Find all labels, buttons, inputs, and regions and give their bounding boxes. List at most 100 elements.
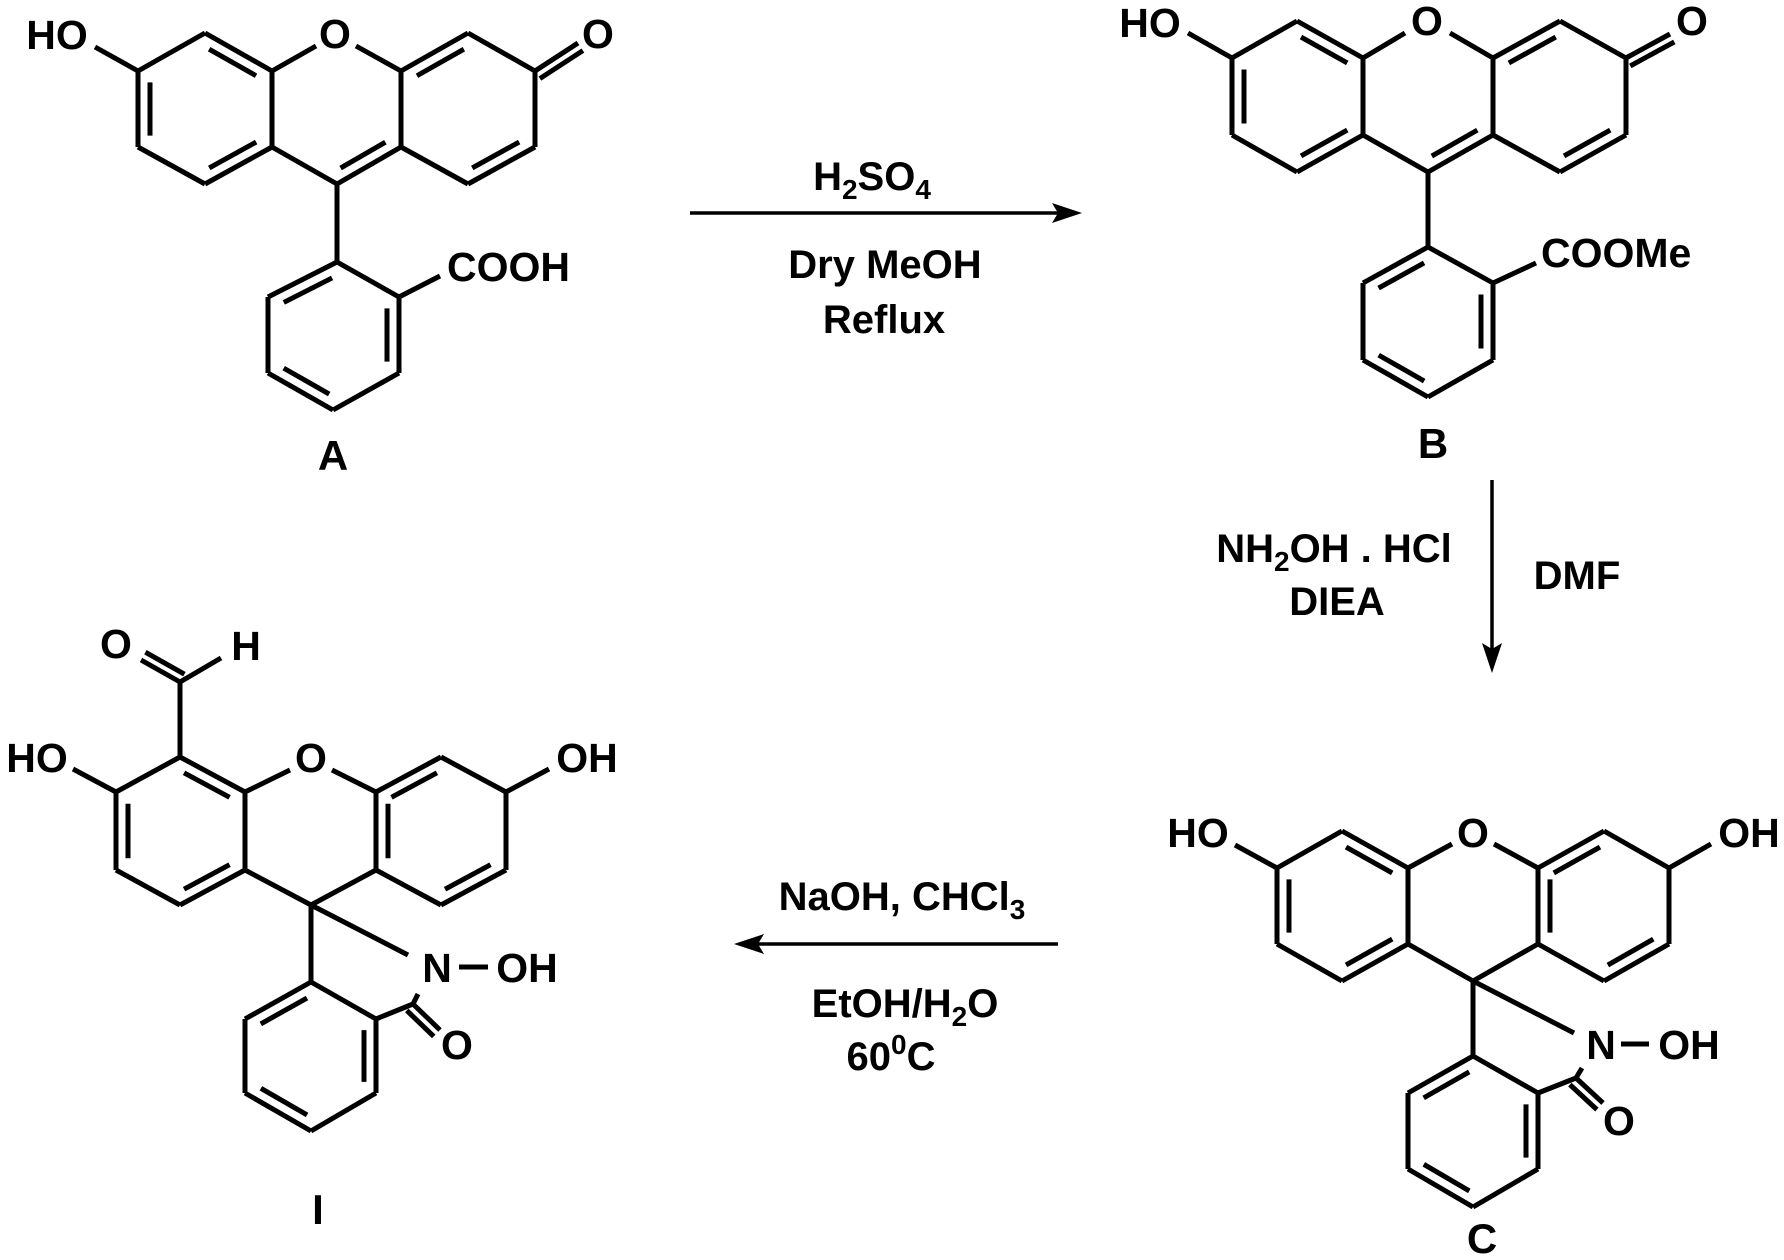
compound-c-bond [1275, 941, 1344, 984]
compound-c-bond [1275, 828, 1344, 871]
compound-i-bond [114, 754, 182, 795]
compound-b-double-bond-inner [1562, 127, 1612, 159]
compound-c-bond [1406, 1166, 1475, 1210]
compound-i-hydroxyl-right: OH [556, 735, 618, 781]
compound-a-double-bond-inner [415, 46, 466, 78]
step-1-reagent-below-2: Reflux [823, 298, 945, 342]
compound-b-double-bond-inner [1299, 127, 1349, 159]
compound-i-hydroxyl-left: HO [6, 735, 68, 781]
compound-a-bond [466, 30, 537, 74]
compound-b-double-bond-inner [1377, 352, 1426, 384]
compound-a-bonds [93, 30, 585, 413]
compound-a-fluorescein: HO O O COOH A [26, 11, 614, 479]
compound-a-carbonyl-oxygen: O [582, 11, 614, 57]
step-3-reagent-below-2: 600​C [847, 1029, 936, 1079]
compound-c-double-bond-inner [1552, 844, 1602, 876]
compound-i-bond [309, 902, 410, 958]
step-3-reimer-tiemann: NaOH, CHCl3​ EtOH/H2​O 600​C [734, 875, 1058, 1079]
compound-b-bond [1624, 31, 1672, 61]
compound-b-double-bond-inner [1507, 34, 1557, 66]
compound-c-bond [1406, 1053, 1475, 1096]
compound-i-bond [309, 1090, 378, 1134]
compound-a-bond [136, 144, 207, 187]
compound-a-bond [354, 43, 403, 74]
compound-c-bond [1602, 828, 1671, 871]
compound-c-bond [1471, 978, 1576, 1036]
compound-c-bond [1602, 941, 1671, 984]
compound-b-bond [1426, 132, 1495, 175]
compound-b-label: B [1418, 420, 1448, 467]
compound-i-bond [309, 979, 378, 1022]
compound-a-bond [533, 40, 580, 74]
compound-b-bond [1558, 132, 1628, 175]
compound-a-bond [331, 370, 401, 413]
arrowhead-left-icon [734, 934, 764, 954]
compound-i-bond [243, 979, 313, 1022]
compound-b-methyl-ester-group: COOMe [1541, 230, 1691, 276]
compound-a-hydroxyl: HO [26, 12, 88, 58]
compound-i-lactam-oxygen: O [441, 1022, 473, 1068]
compound-c-double-bond-inner [1344, 844, 1394, 876]
compound-i-aldehyde-product: O H HO O OH N OH O I [6, 621, 618, 1233]
compound-i-bond [71, 766, 118, 795]
compound-b-carbonyl-oxygen: O [1676, 0, 1708, 44]
compound-c-double-bond-inner [1606, 936, 1655, 968]
compound-c-double-bond-inner [1344, 936, 1394, 968]
compound-c-label: C [1467, 1215, 1497, 1260]
compound-a-bond [93, 44, 140, 74]
compound-c-hydroxyl-right: OH [1718, 810, 1780, 856]
compound-i-bond [439, 867, 508, 908]
compound-i-double-bond-inner [182, 770, 231, 800]
compound-b-bond [1295, 18, 1365, 61]
compound-a-ring-oxygen: O [319, 11, 351, 57]
compound-i-double-bond-inner [405, 1008, 436, 1039]
compound-c-nitrogen: N [1586, 1022, 1616, 1068]
compound-c-hydroxamic-spirolactam: HO O OH N OH O C [1167, 810, 1780, 1260]
compound-a-double-bond-inner [339, 139, 387, 171]
compound-c-bond [1667, 841, 1713, 871]
compound-i-bond [374, 867, 443, 908]
compound-b-bond [1361, 30, 1407, 61]
compound-b-double-bond-inner [1430, 127, 1479, 159]
compound-a-bond [397, 273, 442, 300]
compound-i-double-bond-inner [443, 862, 492, 892]
compound-c-n-hydroxyl: OH [1658, 1022, 1720, 1068]
compound-i-bond [178, 754, 247, 795]
compound-i-aldehyde-hydrogen: H [231, 623, 261, 669]
compound-a-bond [266, 370, 335, 413]
compound-i-bond [178, 655, 223, 685]
step-3-reagent-below-1: EtOH/H2​O [812, 982, 999, 1032]
compound-c-bond [1536, 828, 1606, 871]
compound-c-double-bond-inner [1422, 1069, 1471, 1101]
compound-i-bond [178, 867, 247, 908]
compound-b-bond [1558, 18, 1628, 61]
compound-b-double-bond-inner [1377, 260, 1426, 291]
compound-i-bond [309, 867, 378, 908]
step-1-esterification: H2​SO4​ Dry MeOH Reflux [690, 155, 1082, 342]
compound-a-double-bond-inner [208, 139, 258, 171]
compound-c-bond [1471, 1053, 1540, 1096]
compound-i-label: I [312, 1186, 324, 1233]
compound-a-bond [466, 144, 537, 187]
compound-i-double-bond-inner [390, 770, 439, 800]
compound-a-bond [266, 259, 339, 300]
compound-i-ring-oxygen: O [295, 735, 327, 781]
compound-c-hydroxyl-left: HO [1167, 810, 1229, 856]
compound-i-n-hydroxyl: OH [496, 945, 558, 991]
compound-c-bond [1340, 828, 1410, 871]
arrowhead-down-icon [1482, 643, 1502, 673]
compound-b-bond [1230, 132, 1299, 175]
compound-a-double-bond-inner [538, 48, 585, 81]
compound-c-bond [1536, 941, 1606, 984]
compound-i-bond [504, 766, 551, 795]
compound-c-double-bond-inner [1568, 1082, 1599, 1112]
compound-a-double-bond-inner [471, 139, 521, 171]
compound-c-ring-oxygen: O [1457, 810, 1489, 856]
compound-i-bonds [71, 649, 551, 1134]
compound-b-bond [1361, 132, 1430, 175]
compound-b-bond [1361, 244, 1430, 286]
step-1-reagent-above-1: H2​SO4​ [813, 155, 931, 205]
compound-a-bond [399, 144, 470, 187]
compound-a-bond [399, 30, 470, 74]
